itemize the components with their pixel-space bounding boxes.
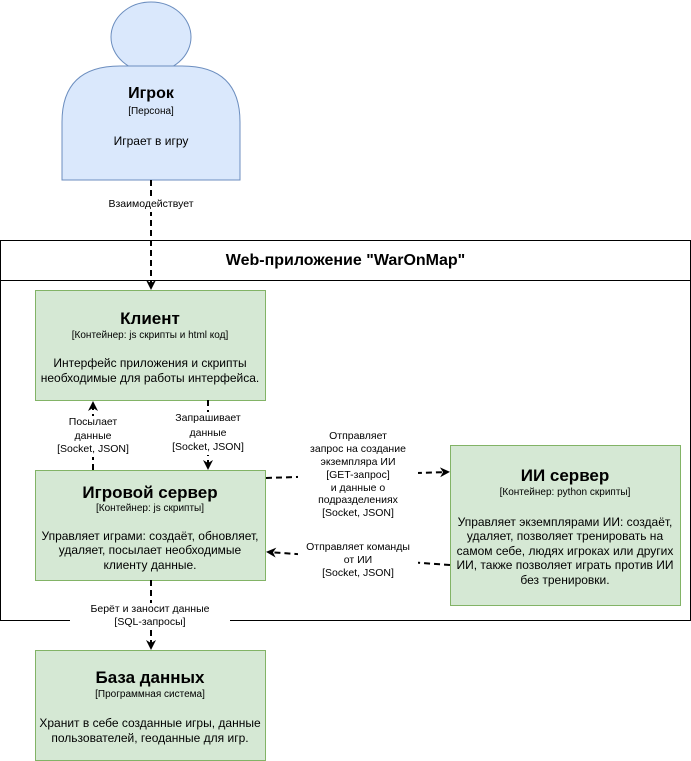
person-tag: [Персона] — [128, 106, 174, 117]
game-server-desc-line3: клиенту данные. — [103, 558, 197, 572]
client-box[interactable] — [35, 290, 266, 401]
database-title: База данных — [95, 668, 205, 687]
edge-label-ai-create-line1: Отправляет — [298, 430, 418, 444]
game-server-title: Игровой сервер — [82, 483, 218, 502]
game-server-desc-line2: удаляет, посылает необходимые — [58, 543, 242, 557]
edge-label-requests-line2: данные — [168, 427, 248, 441]
edge-label-ai-create-line4: [GET-запрос] — [298, 469, 418, 483]
edge-label-ai-commands-line2: от ИИ — [298, 554, 418, 568]
edge-label-sends-line1: Посылает — [53, 416, 133, 430]
game-server-desc-line1: Управляет играми: создаёт, обновляет, — [41, 529, 259, 543]
client-tag: [Контейнер: js скрипты и html код] — [71, 330, 229, 341]
database-desc-line1: Хранит в себе созданные игры, данные — [39, 716, 261, 730]
ai-server-desc-line1: Управляет экземплярами ИИ: создаёт, — [457, 515, 673, 529]
edge-label-sends-line2: данные — [53, 430, 133, 444]
edge-label-requests-line3: [Socket, JSON] — [168, 441, 248, 455]
edge-label-db-line1: Берёт и заносит данные — [70, 603, 230, 617]
database-box[interactable] — [35, 650, 266, 761]
edge-label-ai-create-line5: и данные о — [298, 482, 418, 496]
edge-label-db-line2: [SQL-запросы] — [70, 616, 230, 630]
edge-label-requests-line1: Запрашивает — [168, 412, 248, 426]
person-shape[interactable] — [61, 1, 241, 181]
ai-server-title: ИИ сервер — [520, 466, 610, 485]
ai-server-desc-line3: самом себе, людях игроках или других — [456, 544, 674, 558]
game-server-tag: [Контейнер: js скрипты] — [96, 503, 204, 514]
game-server-box[interactable] — [35, 470, 266, 581]
edge-label-sends-line3: [Socket, JSON] — [53, 443, 133, 457]
database-tag: [Программная система] — [95, 689, 205, 700]
ai-server-desc-line5: без тренировки. — [520, 573, 610, 587]
system-boundary-title: Web-приложение "WarOnMap" — [225, 252, 466, 269]
edge-label-ai-commands-line3: [Socket, JSON] — [298, 567, 418, 581]
person-desc: Играет в игру — [113, 134, 189, 148]
edge-label-interacts: Взаимодействует — [86, 198, 216, 212]
ai-server-box[interactable] — [450, 445, 681, 606]
client-title: Клиент — [120, 309, 180, 328]
person-title: Игрок — [128, 85, 174, 102]
edge-label-ai-commands-line1: Отправляет команды — [298, 541, 418, 555]
ai-server-desc-line2: удаляет, позволяет тренировать на — [466, 529, 664, 543]
ai-server-desc-line4: ИИ, также позволяет играть против ИИ — [456, 558, 674, 572]
edge-label-ai-create-line6: подразделениях — [298, 494, 418, 508]
edge-label-ai-create-line3: экземпляра ИИ — [298, 456, 418, 470]
edge-label-ai-create-line7: [Socket, JSON] — [298, 507, 418, 521]
client-desc-line2: необходимые для работы интерфейса. — [40, 371, 260, 385]
client-desc-line1: Интерфейс приложения и скрипты — [53, 356, 247, 370]
database-desc-line2: пользователей, геоданные для игр. — [51, 731, 249, 745]
ai-server-tag: [Контейнер: python скрипты] — [499, 487, 631, 498]
edge-label-ai-create-line2: запрос на создание — [298, 443, 418, 457]
